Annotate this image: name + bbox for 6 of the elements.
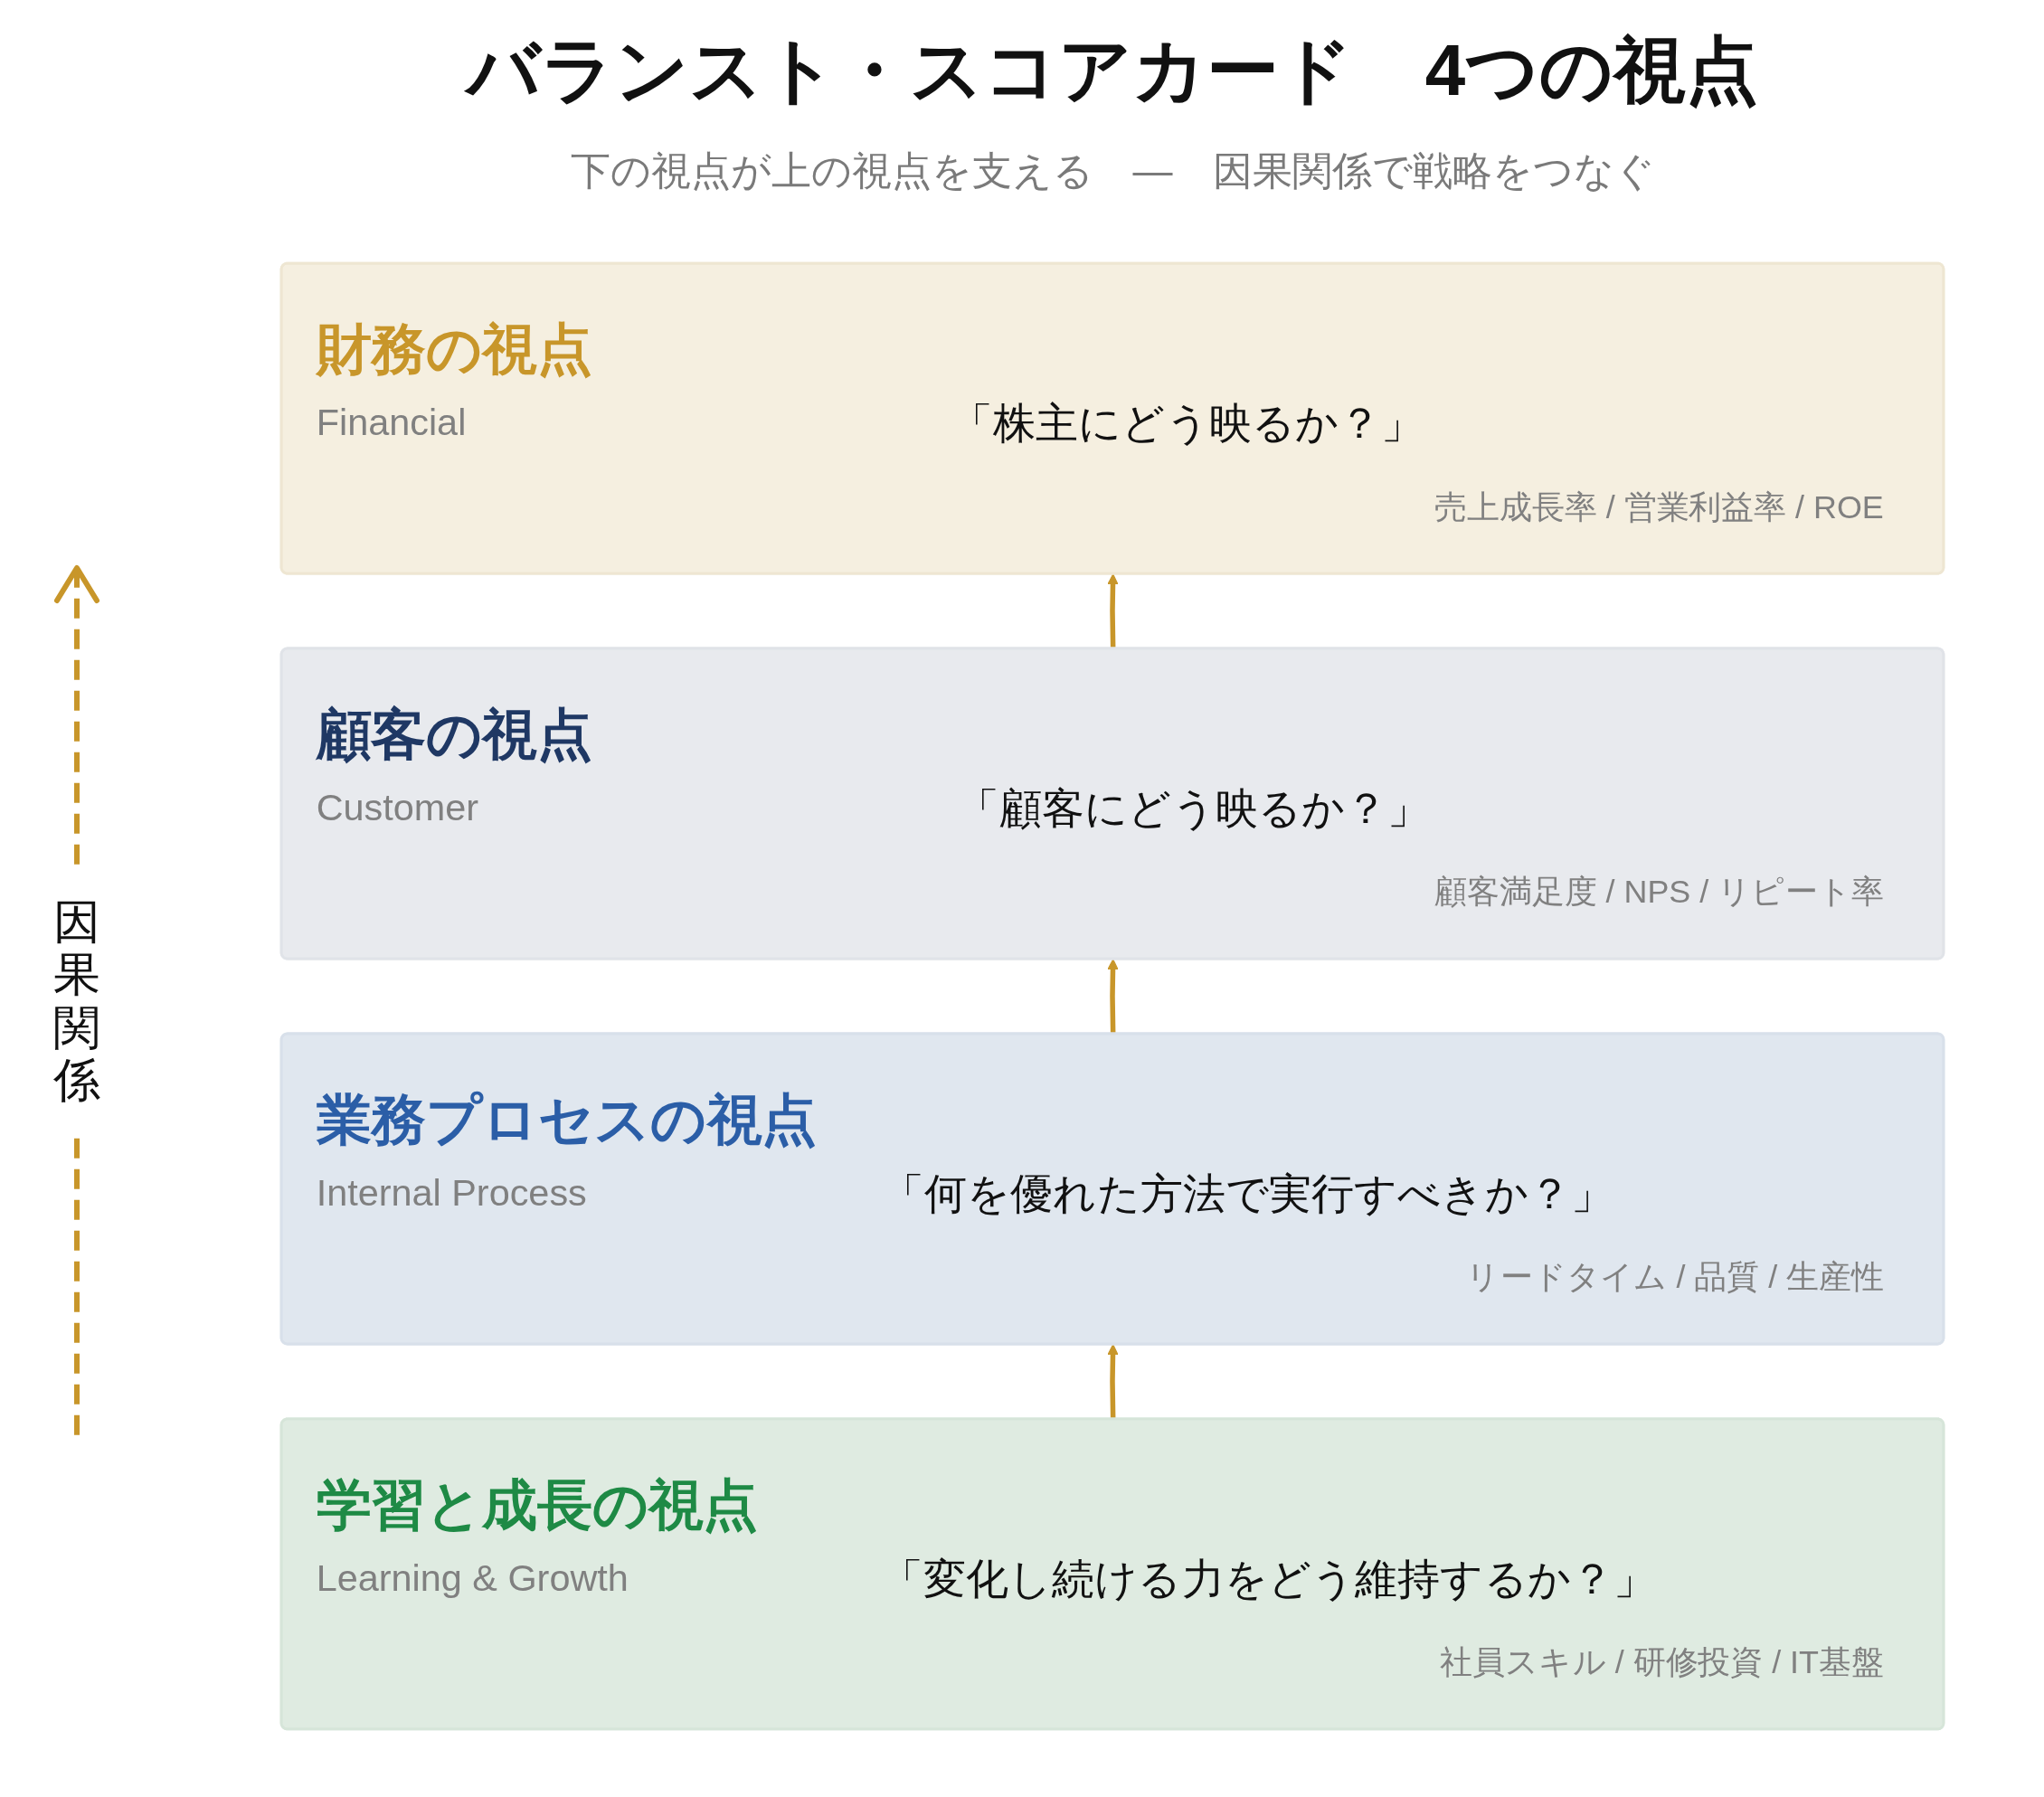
arrow	[1107, 1344, 1119, 1420]
side-label: 因果関係	[52, 895, 101, 1106]
arrow	[1107, 573, 1119, 649]
arrow	[1107, 959, 1119, 1035]
title: バランスト・スコアカード 4つの視点	[466, 29, 1759, 112]
subtitle: 下の視点が上の視点を支える — 因果関係で戦略をつなぐ	[570, 147, 1655, 194]
